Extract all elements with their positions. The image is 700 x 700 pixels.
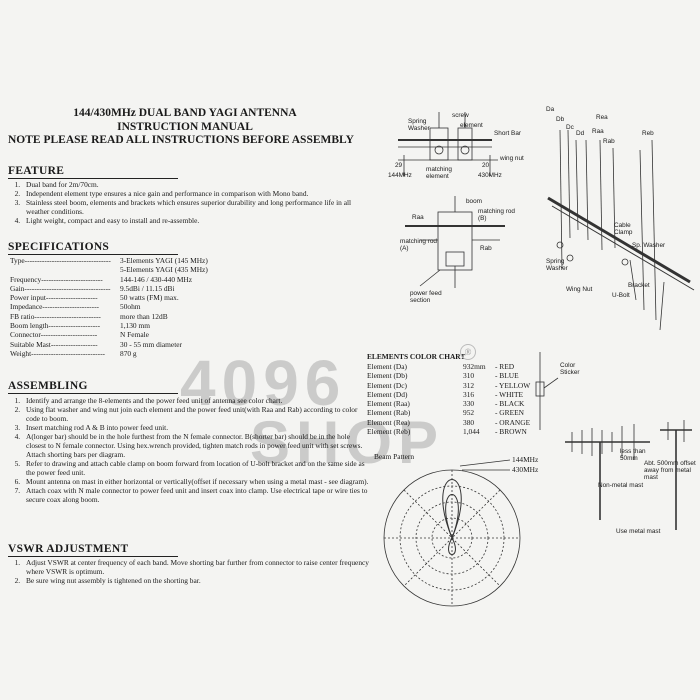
beam-430-label: 430MHz (512, 465, 539, 474)
feature-item: Dual band for 2m/70cm. (22, 180, 357, 189)
label-power-feed-section: power feed section (410, 290, 442, 304)
label-element: element (460, 122, 483, 129)
label-spring-washer-top: Spring Washer (408, 118, 430, 132)
label-db: Db (556, 116, 565, 123)
assembly-note: NOTE PLEASE READ ALL INSTRUCTIONS BEFORE… (8, 134, 354, 146)
assembling-step: Refer to drawing and attach cable clamp … (22, 459, 370, 477)
label-wing-nut-top: wing nut (500, 155, 524, 162)
spec-row: Connector-----------------------N Female (10, 330, 149, 340)
label-144mhz: 144MHz (388, 172, 412, 179)
element-row: Element (Raa)330- BLACK (367, 399, 525, 409)
watermark-4096: 4096 (180, 347, 347, 419)
label-29: 29 (395, 162, 403, 169)
vswr-step: Adjust VSWR at center frequency of each … (22, 558, 370, 576)
beam-144-label: 144MHz (512, 455, 539, 464)
vswr-step: Be sure wing nut assembly is tightened o… (22, 576, 370, 585)
element-row: Element (Da)932mm- RED (367, 362, 515, 371)
spec-row: Impedance-----------------------50ohm (10, 302, 141, 312)
feature-list: Dual band for 2m/70cm. Independent eleme… (8, 180, 357, 225)
label-screw: screw (452, 112, 469, 119)
feature-item: Independent element type ensures a nice … (22, 189, 357, 198)
label-raa-boom: Raa (592, 128, 604, 135)
specifications-table: Type-----------------------------------3… (10, 256, 340, 358)
spec-row: Gain-----------------------------------9… (10, 283, 175, 293)
label-matching-element: matching element (426, 166, 452, 180)
label-rab-boom: Rab (603, 138, 615, 145)
label-dc: Dc (566, 124, 574, 131)
assembling-list: Identify and arrange the 8-elements and … (8, 396, 370, 504)
feature-item: Stainless steel boom, elements and brack… (22, 198, 357, 216)
label-color-sticker: Color Sticker (560, 362, 580, 376)
label-boom: boom (466, 198, 482, 205)
assembling-heading: ASSEMBLING (8, 380, 178, 394)
label-non-metal-mast: Non-metal mast (598, 482, 644, 489)
assembling-step: Mount antenna on mast in either horizont… (22, 477, 370, 486)
short-bar-assembly-diagram (398, 112, 498, 176)
beam-pattern-polar (383, 459, 521, 607)
label-ubolt: U-Bolt (612, 292, 630, 299)
label-bracket: Bracket (628, 282, 650, 289)
label-offset-note: Abt. 500mm offset away from metal mast (644, 460, 696, 481)
elements-chart-heading: ELEMENTS COLOR CHART (367, 352, 466, 361)
spec-row: FB ratio---------------------------more … (10, 311, 168, 321)
label-da: Da (546, 106, 555, 113)
spec-row: 5-Elements YAGI (435 MHz) (120, 265, 208, 275)
label-short-bar: Short Bar (494, 130, 521, 137)
power-feed-diagram (405, 196, 505, 288)
label-sp-washer: Sp. Washer (632, 242, 666, 249)
spec-row: Power input---------------------50 watts… (10, 293, 179, 303)
vswr-heading: VSWR ADJUSTMENT (8, 543, 178, 557)
spec-row: Boom length---------------------1,130 mm (10, 321, 150, 331)
feature-heading: FEATURE (8, 165, 178, 179)
feature-item: Light weight, compact and easy to instal… (22, 216, 357, 225)
element-row: Element (Reb)1,044- BROWN (367, 427, 527, 437)
label-raa: Raa (412, 214, 424, 221)
label-cable-clamp: Cable Clamp (614, 222, 633, 236)
label-use-metal-mast: Use metal mast (616, 528, 661, 535)
element-row: Element (Rea)380- ORANGE (367, 417, 531, 427)
label-20: 20 (482, 162, 490, 169)
registered-mark-icon: ® (460, 344, 476, 360)
label-matching-rod-b: matching rod (B) (478, 208, 515, 222)
color-sticker-diagram (535, 352, 559, 430)
label-spring-washer: Spring Washer (546, 258, 568, 272)
element-row: Element (Db)310- BLUE (367, 371, 519, 381)
assembling-step: Attach coax with N male connector to pow… (22, 486, 370, 504)
spec-row: Suitable Mast-------------------30 - 55 … (10, 339, 182, 349)
label-rab: Rab (480, 245, 492, 252)
specifications-heading: SPECIFICATIONS (8, 241, 178, 255)
spec-row: Type-----------------------------------3… (10, 256, 208, 265)
label-less-than: less than 50mm (620, 448, 646, 462)
label-wing-nut: Wing Nut (566, 286, 593, 293)
assembling-step: Using flat washer and wing nut join each… (22, 405, 370, 423)
spec-row: Weight------------------------------870 … (10, 348, 137, 358)
beam-pattern-label: Beam Pattern (374, 452, 415, 461)
document-title: 144/430MHz DUAL BAND YAGI ANTENNA (73, 107, 297, 119)
watermark-shop: SHOP (250, 409, 445, 476)
vswr-list: Adjust VSWR at center frequency of each … (8, 558, 370, 585)
assembling-step: A(longer bar) should be in the hole furt… (22, 432, 370, 459)
boom-assembly-diagram (547, 129, 695, 331)
element-row: Element (Rab)952- GREEN (367, 408, 524, 418)
label-430mhz: 430MHz (478, 172, 502, 179)
assembling-step: Insert matching rod A & B into power fee… (22, 423, 370, 432)
assembling-step: Identify and arrange the 8-elements and … (22, 396, 370, 405)
label-dd: Dd (576, 130, 585, 137)
label-matching-rod-a: matching rod (A) (400, 238, 437, 252)
label-reb: Reb (642, 130, 654, 137)
elements-color-chart: Element (Da)932mm- RED Element (Db)310- … (367, 362, 530, 436)
mast-mounting-diagram (565, 420, 692, 530)
element-row: Element (Dc)312- YELLOW (367, 380, 531, 390)
label-rea: Rea (596, 114, 608, 121)
document-subtitle: INSTRUCTION MANUAL (117, 121, 253, 133)
spec-row: Frequency-------------------------144-14… (10, 274, 193, 284)
element-row: Element (Dd)316- WHITE (367, 389, 523, 399)
